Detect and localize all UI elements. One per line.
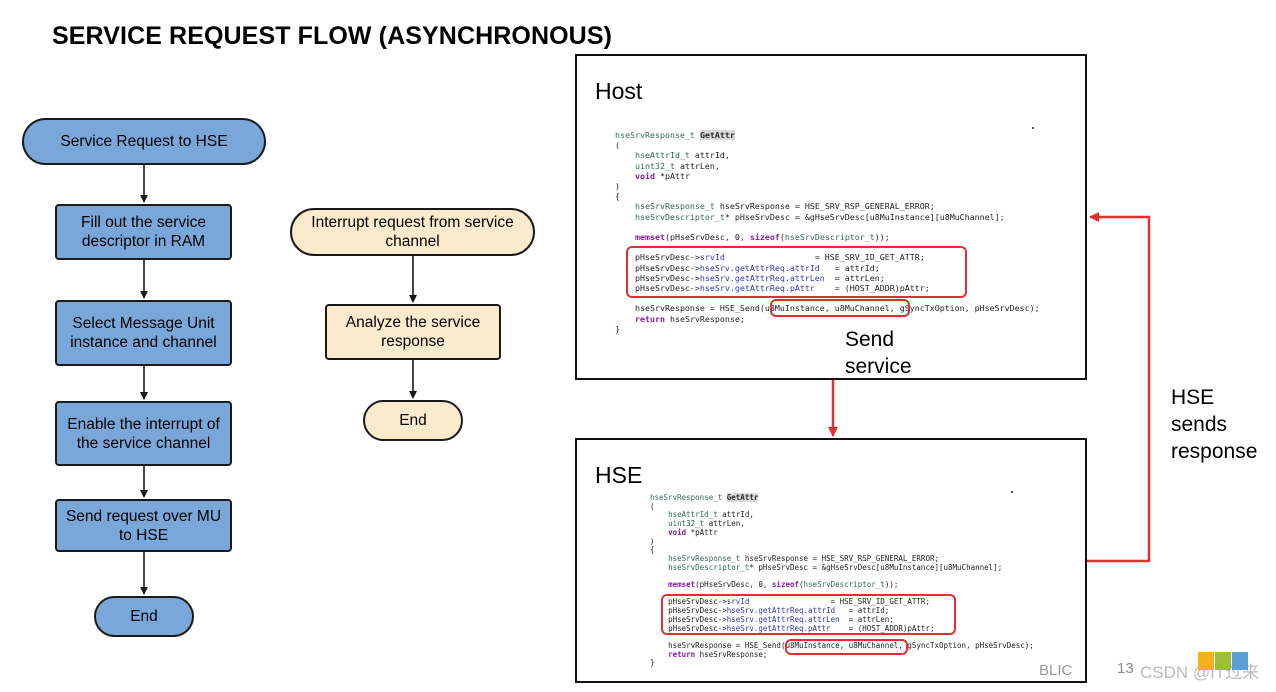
speck: [1032, 127, 1034, 129]
flow-end-middle: End: [363, 400, 463, 441]
flow-end-left: End: [94, 596, 194, 637]
host-panel-title: Host: [595, 78, 643, 104]
hse-assign-highlight: [661, 594, 956, 635]
hse-sends-response-label: HSE sends response: [1171, 386, 1258, 463]
nxp-logo-icon: [1198, 652, 1248, 670]
hse-panel-title: HSE: [595, 462, 643, 488]
host-code-block: hseSrvResponse_t GetAttr ( hseAttrId_t a…: [615, 130, 1040, 334]
arrow-hse-sends-response: [1087, 212, 1151, 563]
send-service-label: Send service: [845, 328, 912, 378]
flow-interrupt-request: Interrupt request from service channel: [290, 208, 535, 256]
page-title: SERVICE REQUEST FLOW (ASYNCHRONOUS): [52, 22, 613, 50]
flow-step-select-mu: Select Message Unit instance and channel: [55, 300, 232, 366]
host-code-panel: Host hseSrvResponse_t GetAttr ( hseAttrI…: [575, 54, 1087, 380]
flow-start-service-request: Service Request to HSE: [22, 118, 266, 165]
hse-mu-args-highlight: [785, 639, 908, 655]
page-number: 13: [1117, 660, 1134, 677]
footer-classification: BLIC: [1039, 662, 1073, 679]
flow-step-analyze-response: Analyze the service response: [325, 304, 501, 360]
flow-step-send-request: Send request over MU to HSE: [55, 499, 232, 552]
hse-code-panel: HSE hseSrvResponse_t GetAttr ( hseAttrId…: [575, 438, 1087, 683]
flow-step-enable-interrupt: Enable the interrupt of the service chan…: [55, 401, 232, 466]
host-assign-highlight: [626, 246, 967, 298]
flow-step-fill-descriptor: Fill out the service descriptor in RAM: [55, 204, 232, 260]
hse-code-block: hseSrvResponse_t GetAttr ( hseAttrId_t a…: [650, 493, 1034, 668]
host-mu-args-highlight: [770, 299, 910, 317]
speck: [1011, 491, 1013, 493]
